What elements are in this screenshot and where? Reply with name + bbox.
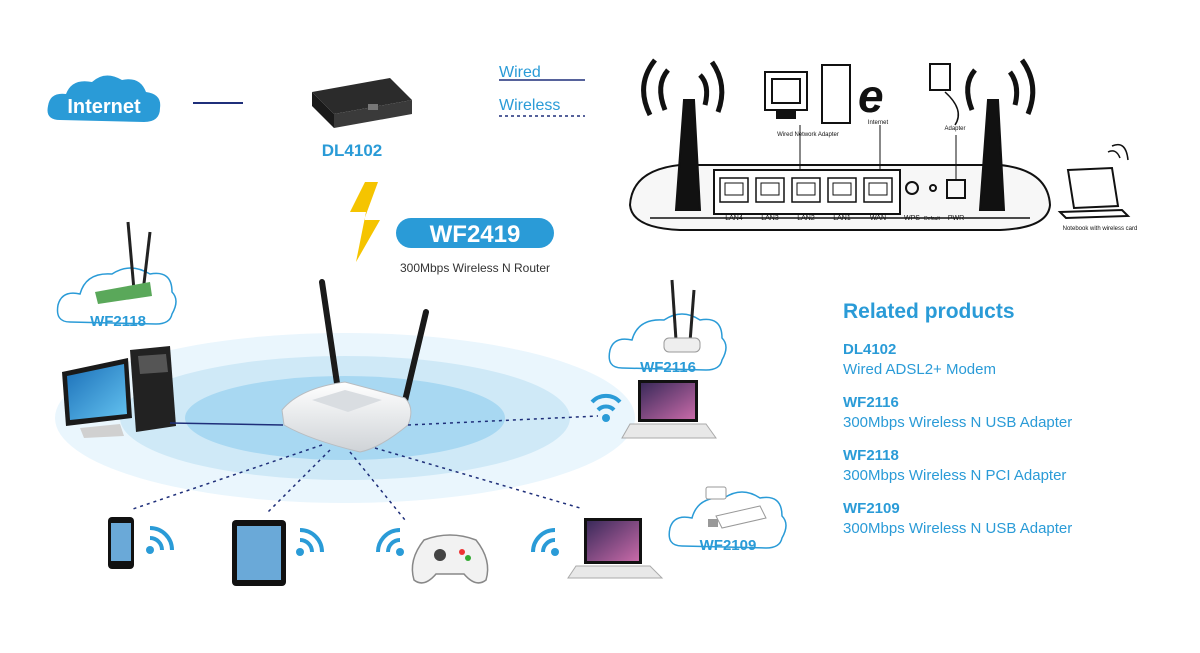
port-label-lan1: LAN1 xyxy=(833,215,851,222)
laptop-bottom xyxy=(567,518,664,579)
related-item-wf2116: WF2116 300Mbps Wireless N USB Adapter xyxy=(843,393,1183,433)
router-back-panel: e xyxy=(628,58,1131,231)
modem-label: DL4102 xyxy=(322,141,382,160)
wf2116-cloud: WF2116 xyxy=(608,279,727,376)
port-label-lan4: LAN4 xyxy=(725,215,743,222)
wf2109-cloud: WF2109 xyxy=(668,486,787,554)
ethernet-port-socket xyxy=(832,182,852,196)
default-label: Default xyxy=(924,216,940,222)
related-item-desc: 300Mbps Wireless N PCI Adapter xyxy=(843,467,1067,484)
port-label-wan: WAN xyxy=(870,215,886,222)
modem-device: DL4102 xyxy=(312,78,412,160)
internet-label: Internet xyxy=(67,96,141,118)
related-item-code: WF2118 xyxy=(843,447,899,464)
back-panel-ports: LAN4 LAN3 LAN2 LAN1 WAN WPS Default PWR Wire… xyxy=(719,120,1138,232)
router-device xyxy=(281,279,429,453)
ethernet-port-socket xyxy=(796,182,816,196)
related-item-code: DL4102 xyxy=(843,341,897,358)
related-item-wf2118: WF2118 300Mbps Wireless N PCI Adapter xyxy=(843,446,1183,486)
related-item-wf2109: WF2109 300Mbps Wireless N USB Adapter xyxy=(843,499,1183,539)
wf2118-cloud: WF2118 xyxy=(56,221,177,330)
related-item-desc: Wired ADSL2+ Modem xyxy=(843,361,996,378)
laptop-right xyxy=(621,380,717,439)
related-products-heading: Related products xyxy=(843,300,1015,323)
tablet xyxy=(232,520,286,586)
lightning-icon xyxy=(350,182,380,262)
pwr-label: PWR xyxy=(948,215,964,222)
wps-label: WPS xyxy=(904,215,920,222)
ethernet-port-socket xyxy=(760,182,780,196)
ethernet-port-lan2 xyxy=(791,177,821,203)
legend-wireless-label: Wireless xyxy=(499,97,560,114)
router-model-label: WF2419 xyxy=(430,221,521,248)
notebook-label: Notebook with wireless card xyxy=(1063,226,1138,232)
router-badge: WF2419 300Mbps Wireless N Router xyxy=(396,218,554,275)
related-item-dl4102: DL4102 Wired ADSL2+ Modem xyxy=(843,340,1183,380)
related-item-code: WF2109 xyxy=(843,500,900,517)
ethernet-port-wan xyxy=(863,177,893,203)
router-subtitle: 300Mbps Wireless N Router xyxy=(400,261,550,275)
wf2116-label: WF2116 xyxy=(640,359,696,376)
legend: Wired Wireless xyxy=(499,64,585,117)
wifi-icon-laptop-right xyxy=(590,393,622,422)
ethernet-port-socket xyxy=(868,182,888,196)
wifi-icon-phone xyxy=(146,526,174,554)
related-item-desc: 300Mbps Wireless N USB Adapter xyxy=(843,520,1073,537)
wired-adapter-label: Wired Network Adapter xyxy=(777,132,839,138)
adapter-label: Adapter xyxy=(944,126,965,132)
related-item-code: WF2116 xyxy=(843,394,899,411)
wifi-icon-laptop-bottom xyxy=(531,528,559,556)
internet-cloud: Internet xyxy=(47,75,161,122)
ethernet-port-lan3 xyxy=(755,177,785,203)
wifi-icon-gamepad xyxy=(376,528,404,556)
port-label-lan3: LAN3 xyxy=(761,215,779,222)
port-label-lan2: LAN2 xyxy=(797,215,815,222)
ethernet-port-lan1 xyxy=(827,177,857,203)
internet-small-label: Internet xyxy=(868,120,889,126)
svg-text:e: e xyxy=(858,70,884,122)
wireless-links xyxy=(129,415,599,521)
gamepad xyxy=(411,534,489,584)
wf2109-label: WF2109 xyxy=(700,537,757,554)
legend-wired-label: Wired xyxy=(499,64,541,81)
related-item-desc: 300Mbps Wireless N USB Adapter xyxy=(843,414,1073,431)
ethernet-port-lan4 xyxy=(719,177,749,203)
related-products: Related products DL4102 Wired ADSL2+ Mod… xyxy=(843,300,1183,552)
pc-wired-line xyxy=(169,422,284,426)
smartphone xyxy=(108,517,134,569)
wf2118-label: WF2118 xyxy=(90,313,146,330)
desktop-pc xyxy=(62,346,176,438)
wifi-icon-tablet xyxy=(296,528,324,556)
ethernet-port-socket xyxy=(724,182,744,196)
